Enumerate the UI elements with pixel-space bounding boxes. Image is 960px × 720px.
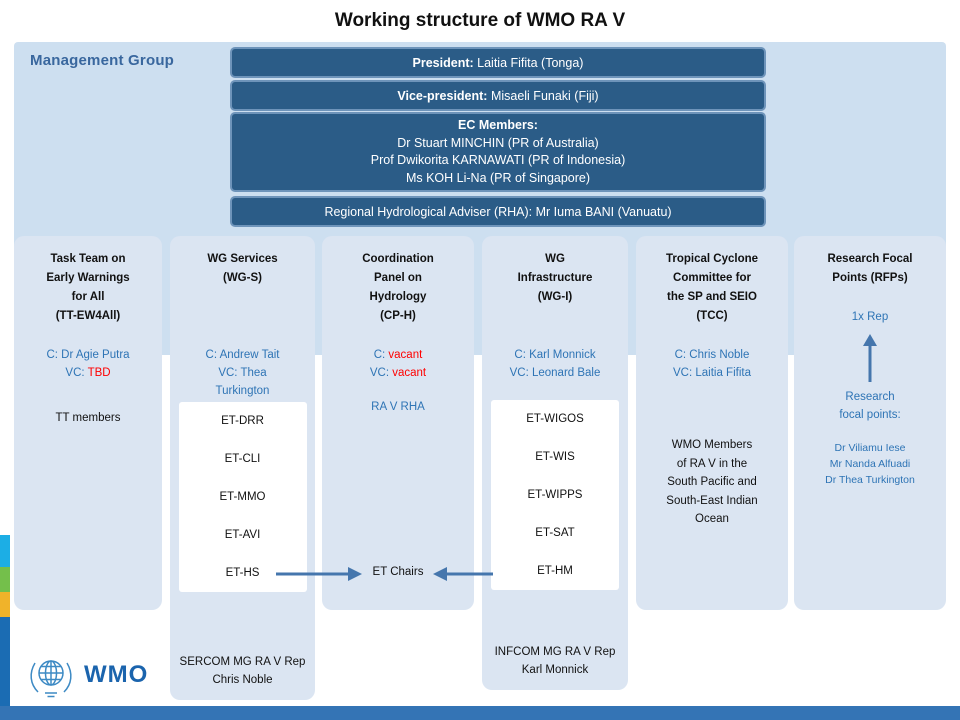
president-name: Laitia Fifita (Tonga) bbox=[473, 55, 584, 70]
chair-line-wg-s: C: Andrew Tait bbox=[205, 349, 280, 361]
column-wg-infrastructure: WG Infrastructure (WG-I) C: Karl Monnick… bbox=[482, 236, 628, 690]
wmo-logo-text: WMO bbox=[84, 661, 149, 688]
et-item: ET-WIS bbox=[535, 451, 575, 463]
column-tcc: Tropical Cyclone Committee for the SP an… bbox=[636, 236, 788, 610]
sercom-rep-text: SERCOM MG RA V Rep Chris Noble bbox=[179, 656, 306, 686]
column-title-tt-ew4all: Task Team on Early Warnings for All (TT-… bbox=[46, 253, 130, 322]
column-title-wg-services: WG Services (WG-S) bbox=[207, 253, 278, 284]
chair-line-wg-i: C: Karl Monnick bbox=[514, 349, 596, 361]
et-list-infrastructure: ET-WIGOS ET-WIS ET-WIPPS ET-SAT ET-HM bbox=[491, 400, 619, 590]
chair-line-tcc: C: Chris Noble bbox=[674, 349, 750, 361]
arrow-et-hm-to-et-chairs bbox=[433, 567, 493, 581]
ec-member: Prof Dwikorita KARNAWATI (PR of Indonesi… bbox=[370, 153, 626, 167]
vice-president-name: Misaeli Funaki (Fiji) bbox=[487, 88, 599, 103]
column-title-rfp: Research Focal Points (RFPs) bbox=[827, 253, 913, 284]
tcc-members-text: WMO Members of RA V in the South Pacific… bbox=[666, 439, 758, 525]
rha-text: Regional Hydrological Adviser (RHA): Mr … bbox=[324, 204, 672, 219]
vice-chair-value-cp-h: vacant bbox=[392, 367, 427, 379]
infcom-rep-text: INFCOM MG RA V Rep Karl Monnick bbox=[494, 646, 616, 676]
vice-president-label: Vice-president: bbox=[397, 88, 488, 103]
accent-stripe-yellow bbox=[0, 592, 10, 617]
chair-line-tt: C: Dr Agie Putra bbox=[46, 349, 130, 361]
arrow-et-hs-to-et-chairs bbox=[276, 567, 362, 581]
page-title: Working structure of WMO RA V bbox=[334, 10, 626, 31]
vice-chair-line-tt: VC: TBD bbox=[65, 364, 110, 382]
vice-chair-line-wg-s: VC: Thea Turkington bbox=[215, 367, 270, 397]
vice-chair-value-tt: TBD bbox=[87, 367, 111, 379]
accent-stripe-blue bbox=[0, 617, 10, 720]
column-title-wg-i: WG Infrastructure (WG-I) bbox=[517, 253, 593, 303]
vice-president-box: Vice-president: Misaeli Funaki (Fiji) bbox=[230, 80, 766, 111]
ec-members-box: EC Members: Dr Stuart MINCHIN (PR of Aus… bbox=[230, 112, 766, 192]
ec-member: Dr Stuart MINCHIN (PR of Australia) bbox=[397, 135, 599, 150]
chair-value-cp-h: vacant bbox=[388, 349, 423, 361]
et-item: ET-SAT bbox=[535, 527, 575, 539]
arrow-up-icon bbox=[863, 334, 877, 382]
wmo-logo: WMO bbox=[26, 650, 148, 700]
chair-label-cp-h: C: bbox=[373, 349, 389, 361]
ra-v-rha-text: RA V RHA bbox=[371, 401, 425, 413]
et-item: ET-HS bbox=[225, 567, 260, 579]
research-focal-points-names: Dr Viliamu Iese Mr Nanda Alfuadi Dr Thea… bbox=[825, 442, 915, 486]
management-group-label: Management Group bbox=[30, 52, 175, 69]
et-item: ET-MMO bbox=[219, 491, 266, 503]
accent-stripe-cyan bbox=[0, 535, 10, 567]
et-item: ET-DRR bbox=[221, 415, 264, 427]
bottom-accent-bar bbox=[0, 706, 960, 720]
vice-chair-line-cp-h: VC: vacant bbox=[370, 364, 426, 382]
vice-chair-label-cp-h: VC: bbox=[369, 367, 393, 379]
et-item: ET-HM bbox=[537, 565, 573, 577]
column-rfp: Research Focal Points (RFPs) 1x Rep Rese… bbox=[794, 236, 946, 610]
president-box: President: Laitia Fifita (Tonga) bbox=[230, 47, 766, 78]
wmo-logo-icon bbox=[30, 660, 72, 698]
management-group-panel: Management Group President: Laitia Fifit… bbox=[14, 42, 946, 355]
et-item: ET-WIGOS bbox=[526, 413, 584, 425]
column-title-tcc: Tropical Cyclone Committee for the SP an… bbox=[665, 253, 759, 322]
president-line: President: Laitia Fifita (Tonga) bbox=[413, 56, 584, 70]
et-chairs-text: ET Chairs bbox=[372, 566, 424, 578]
ec-member: Ms KOH Li-Na (PR of Singapore) bbox=[405, 170, 591, 185]
accent-stripe-green bbox=[0, 567, 10, 592]
vice-president-line: Vice-president: Misaeli Funaki (Fiji) bbox=[397, 89, 598, 103]
president-label: President: bbox=[412, 55, 474, 70]
rfp-rep-text: 1x Rep bbox=[851, 311, 889, 323]
column-wg-services: WG Services (WG-S) C: Andrew Tait VC: Th… bbox=[170, 236, 315, 700]
vice-chair-label-tt: VC: bbox=[65, 367, 88, 379]
chair-line-cp-h: C: vacant bbox=[374, 346, 423, 364]
tt-members-text: TT members bbox=[55, 412, 121, 424]
column-title-cp-h: Coordination Panel on Hydrology (CP-H) bbox=[362, 253, 434, 322]
vice-chair-line-tcc: VC: Laitia Fifita bbox=[673, 367, 751, 379]
research-focal-points-label: Research focal points: bbox=[839, 391, 901, 421]
et-item: ET-AVI bbox=[224, 529, 261, 541]
et-item: ET-WIPPS bbox=[527, 489, 583, 501]
et-list-services: ET-DRR ET-CLI ET-MMO ET-AVI ET-HS bbox=[178, 402, 307, 592]
vice-chair-line-wg-i: VC: Leonard Bale bbox=[509, 367, 601, 379]
ec-members-label: EC Members: bbox=[458, 118, 538, 132]
rha-box: Regional Hydrological Adviser (RHA): Mr … bbox=[230, 196, 766, 227]
et-item: ET-CLI bbox=[224, 453, 261, 465]
column-cp-h: Coordination Panel on Hydrology (CP-H) C… bbox=[322, 236, 474, 610]
column-tt-ew4all: Task Team on Early Warnings for All (TT-… bbox=[14, 236, 162, 610]
